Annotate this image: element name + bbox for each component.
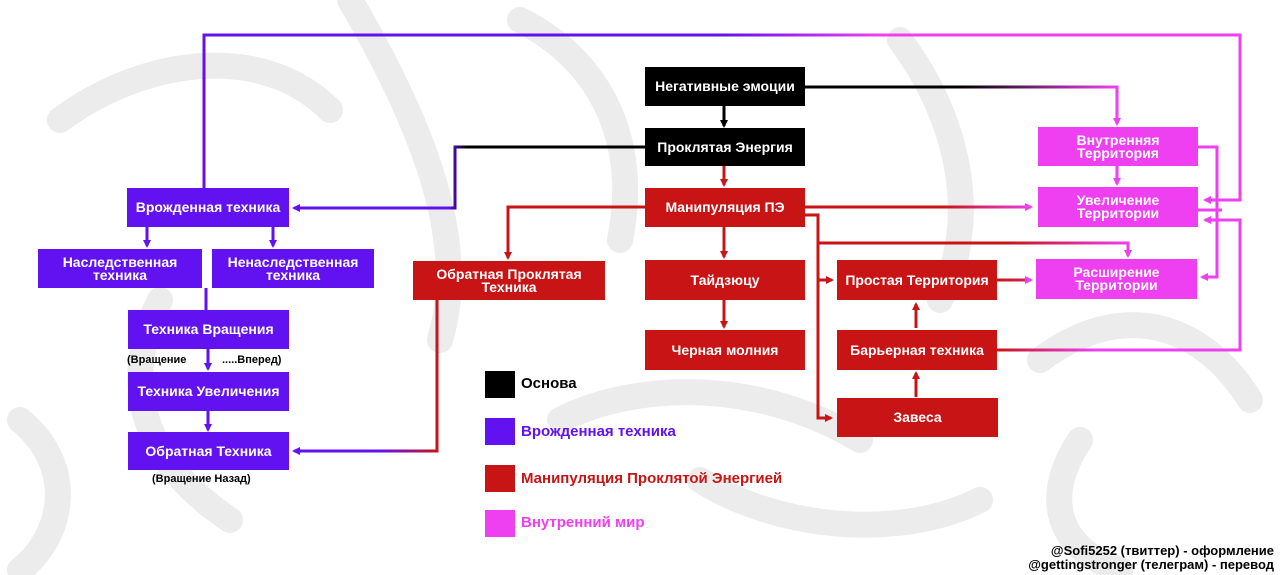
legend-label-base: Основа: [521, 375, 577, 392]
legend-swatch-innate: [485, 418, 515, 445]
node-black-flash: Черная молния: [645, 330, 805, 370]
node-magnification-technique: Техника Увеличения: [128, 372, 289, 411]
legend-label-innate: Врожденная техника: [521, 423, 676, 440]
node-negative-emotions: Негативные эмоции: [645, 67, 805, 106]
node-domain-extension: Расширение Территории: [1036, 259, 1197, 299]
node-innate-technique: Врожденная техника: [127, 188, 289, 227]
legend-swatch-manipulation: [485, 465, 515, 492]
node-barrier-technique: Барьерная техника: [837, 330, 997, 370]
node-inherited-technique: Наследственная техника: [38, 249, 202, 288]
node-reverse-technique: Обратная Техника: [128, 432, 289, 470]
legend-label-inner-world: Внутренний мир: [521, 514, 645, 531]
legend-swatch-inner-world: [485, 510, 515, 537]
node-non-inherited-technique: Ненаследственная техника: [212, 249, 374, 288]
node-cursed-energy: Проклятая Энергия: [645, 128, 805, 166]
note-rotation-left: (Вращение: [127, 354, 187, 366]
node-domain-expansion: Увеличение Территории: [1038, 187, 1198, 227]
node-curtain: Завеса: [837, 398, 998, 437]
node-taijutsu: Тайдзюцу: [645, 260, 805, 300]
node-rotation-technique: Техника Вращения: [128, 310, 289, 349]
node-inner-territory: Внутренняя Территория: [1038, 127, 1198, 166]
node-simple-domain: Простая Территория: [837, 260, 997, 300]
note-rotation-back: (Вращение Назад): [152, 473, 251, 485]
note-rotation-right: .....Вперед): [222, 354, 282, 366]
legend-label-manipulation: Манипуляция Проклятой Энергией: [521, 470, 783, 487]
node-reverse-cursed-technique: Обратная Проклятая Техника: [413, 261, 605, 300]
credit-design: @Sofi5252 (твиттер) - оформление: [1050, 543, 1274, 558]
node-ce-manipulation: Манипуляция ПЭ: [645, 188, 805, 227]
legend-swatch-base: [485, 371, 515, 398]
credit-translation: @gettingstronger (телеграм) - перевод: [1028, 557, 1274, 572]
